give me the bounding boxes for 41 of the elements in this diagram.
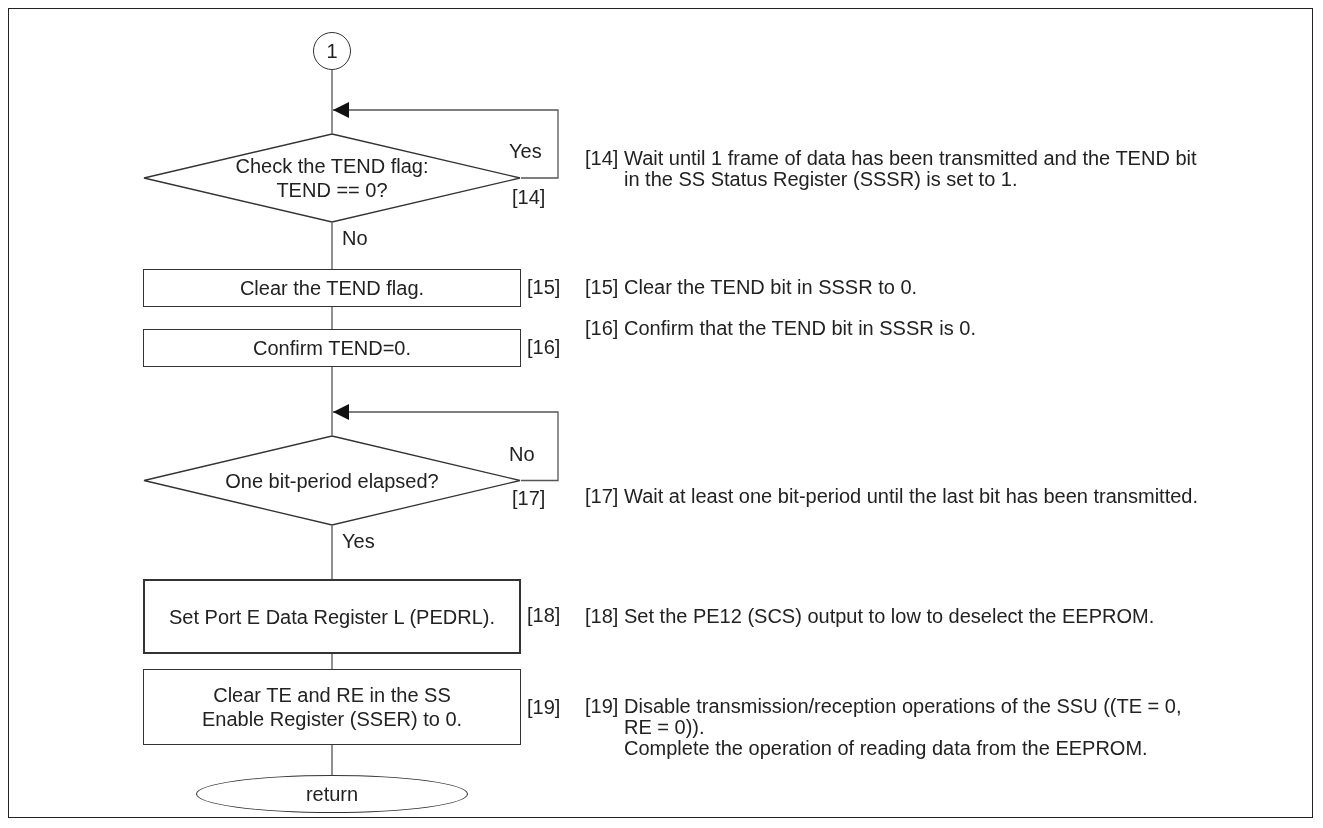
arrow [332,404,559,482]
note-text: Set the PE12 (SCS) output to low to deselect the EEPROM. [624,606,1156,627]
node-text: Set Port E Data Register L (PEDRL). [167,604,496,629]
connector-line [331,222,333,270]
step-number: [18] [585,606,619,627]
step-number: [16] [527,336,561,359]
process-box [143,579,521,654]
note-text: Complete the operation of reading data from the EEPROM. [624,738,1149,759]
node-text: Check the TEND flag: TEND == 0? [234,154,430,202]
process-box [143,269,521,307]
note-text: Clear the TEND bit in SSSR to 0. [624,277,919,298]
note-text: Confirm that the TEND bit in SSSR is 0. [624,318,977,339]
note-text: Wait at least one bit-period until the last bit has been transmitted. [624,486,1199,507]
node-text: Confirm TEND=0. [252,336,412,360]
step-number: [14] [585,148,619,169]
step-number: [15] [527,276,561,299]
connector-line [331,306,333,330]
arrow [332,102,559,179]
step-number: [14] [512,186,546,209]
step-number: [17] [585,486,619,507]
note-text: Wait until 1 frame of data has been transmitted and the TEND bit in the SS Status Register (SSSR) is set to 1. [624,148,1198,190]
process-box [143,329,521,367]
step-number: [17] [512,487,546,510]
process-box [143,669,521,745]
connector-line [331,366,333,436]
connector-line [331,653,333,670]
note-text: Disable transmission/reception operations of the SSU ((TE = 0, RE = 0)). [624,696,1183,738]
step-number: [16] [585,318,619,339]
connector-line [331,69,333,134]
node-text: Clear TE and RE in the SS Enable Register (SSER) to 0. [200,683,464,731]
node-text: 1 [325,39,339,63]
node-text: return [304,782,360,806]
connector-line [331,744,333,776]
step-number: [19] [585,696,619,717]
step-number: [18] [527,604,561,627]
step-number: [19] [527,696,561,719]
node-text: Clear the TEND flag. [238,276,426,300]
node-text: One bit-period elapsed? [224,468,440,493]
connector-circle [313,32,351,70]
step-number: [15] [585,277,619,298]
connector-line [331,525,333,580]
